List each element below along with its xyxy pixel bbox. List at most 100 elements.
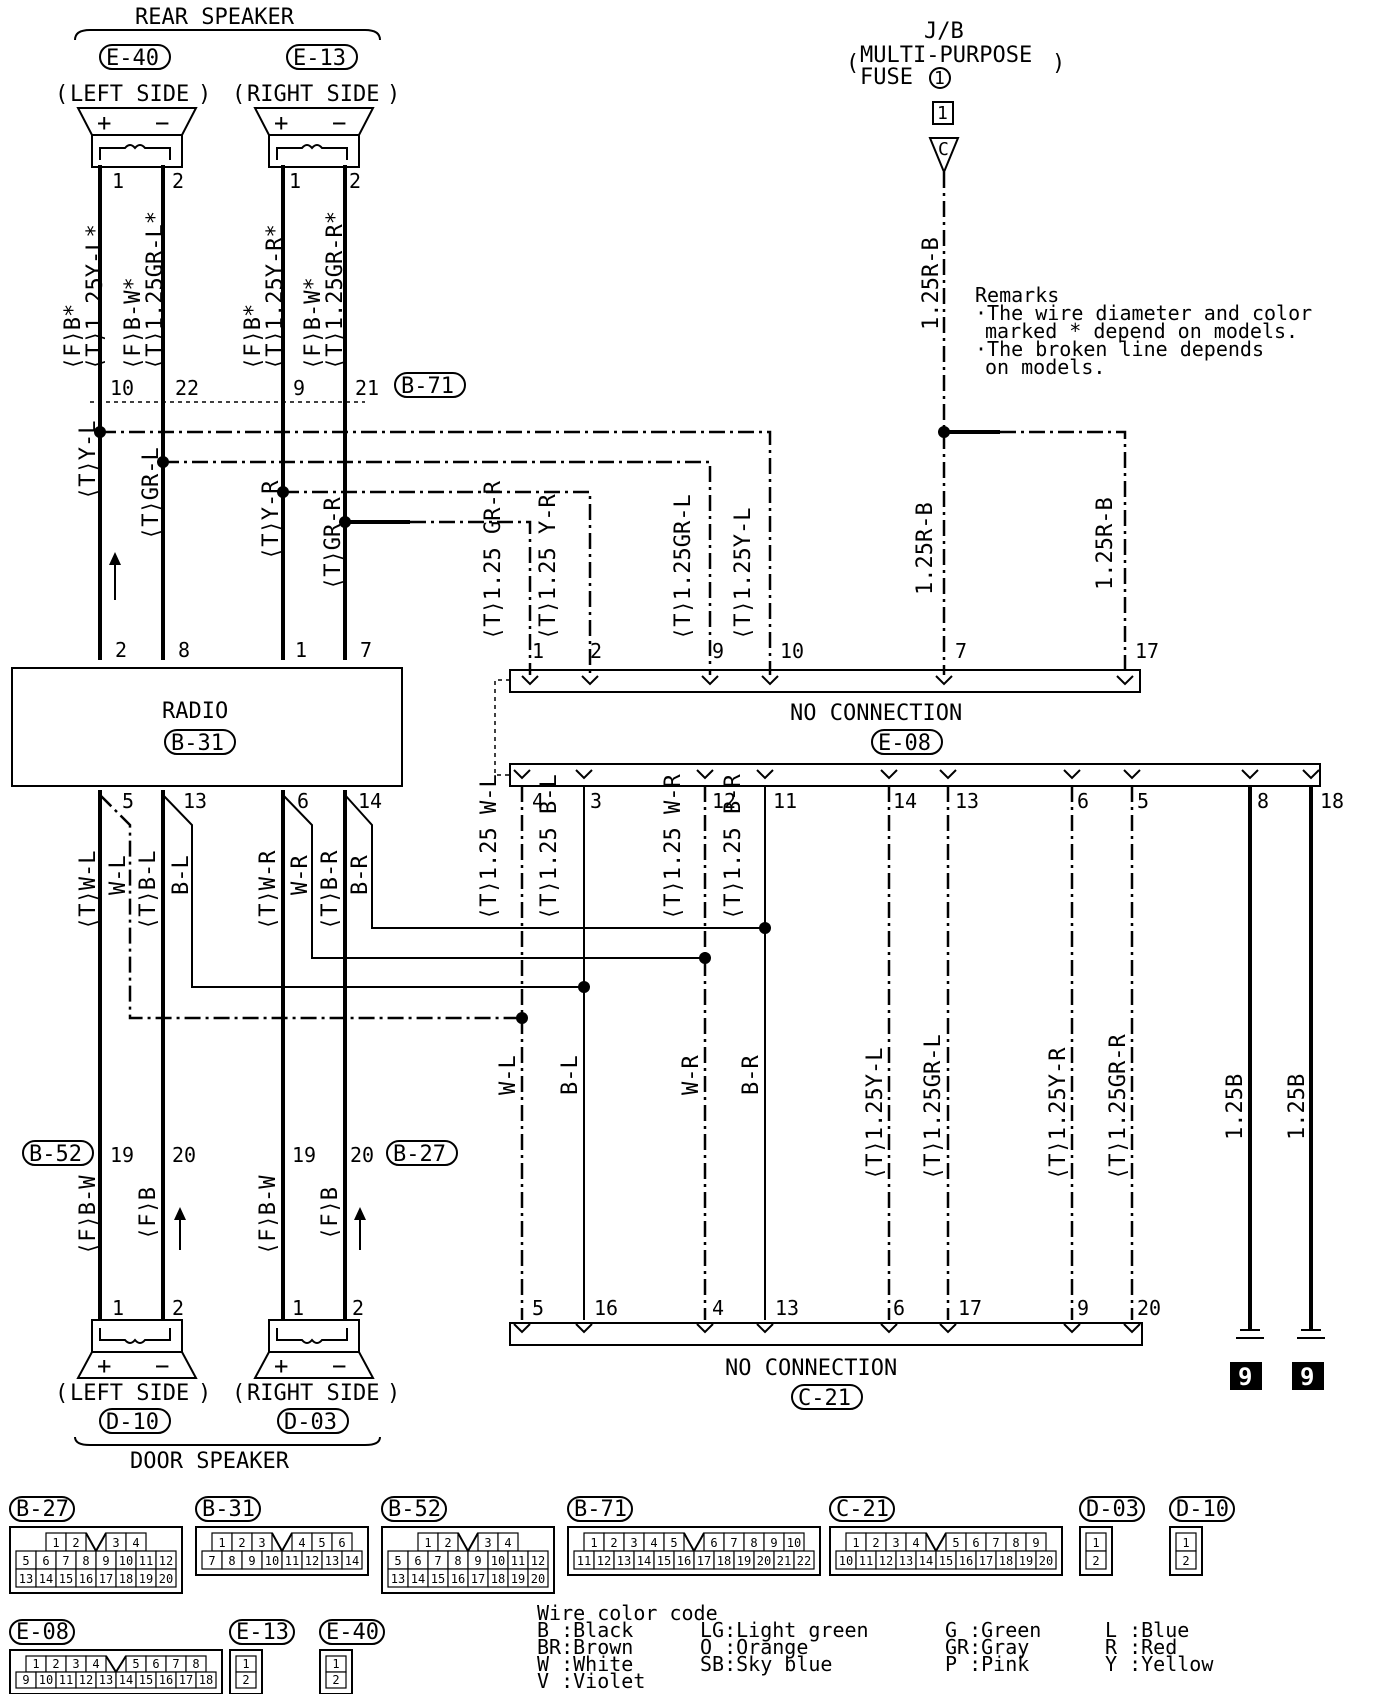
e08-top-wire-4: ⟨T⟩1.25Y-L [731,508,756,640]
d10-pin2: 2 [172,1296,184,1320]
connector-b71-pin: 18 [717,1554,731,1568]
ground-symbol-2: 9 [1292,1329,1325,1391]
connector-c21-pin: 4 [912,1536,919,1550]
wire-label-twl: ⟨T⟩W-L [76,851,101,930]
b52-pin-20: 20 [172,1143,196,1167]
connector-e08-pin: 2 [52,1657,59,1671]
connector-b52-pin: 19 [511,1572,525,1586]
connector-b71-pin: 9 [770,1536,777,1550]
radio-top-pin-2: 2 [115,638,127,662]
e40-side: LEFT SIDE [70,82,189,107]
connector-e08-pin: 1 [32,1657,39,1671]
connector-b52-pin: 8 [454,1554,461,1568]
jb-fuse-no: 1 [934,68,945,89]
color-code-V: V :Violet [537,1669,645,1693]
connector-b52-pin: 13 [391,1572,405,1586]
connector-b52-pin: 9 [474,1554,481,1568]
e08-top-pin-2: 2 [590,639,602,663]
color-code-R: R :Red [1105,1635,1177,1659]
color-code-SB: SB:Sky blue [700,1652,832,1676]
connector-b52-pin: 20 [531,1572,545,1586]
c21-pin-5: 5 [532,1296,544,1320]
e08-upper-connector [509,669,1141,693]
color-code-B: B :Black [537,1618,633,1642]
e08-bot-pin-6: 6 [1077,789,1089,813]
connector-b31-pin: 5 [318,1536,325,1550]
e13-pin2: 2 [349,169,361,193]
wire-label-tyl: ⟨T⟩Y-L [76,421,101,500]
connector-b27-pin: 13 [19,1572,33,1586]
connector-b31-pin: 11 [285,1554,299,1568]
b71-pin-10: 10 [110,376,134,400]
connector-e08-pin: 17 [179,1673,193,1687]
connector-b71-id: B-71 [574,1497,627,1522]
ground-symbol-1: 9 [1230,1329,1264,1391]
e08-top-pin-7: 7 [955,639,967,663]
remarks-l3: ·The broken line depends [975,337,1264,361]
wire-label-tbr: ⟨T⟩B-R [318,850,343,930]
connector-b71-pin: 19 [737,1554,751,1568]
color-code-title: Wire color code [537,1601,718,1625]
connector-e08-pin: 3 [72,1657,79,1671]
b27-pin-20: 20 [350,1143,374,1167]
e08-bot-pin-4: 4 [532,789,544,813]
connector-e13-id: E-13 [236,1620,289,1645]
connector-e40-pin: 2 [332,1673,339,1687]
connector-c21-pin: 3 [892,1536,899,1550]
connector-c21-pin: 15 [939,1554,953,1568]
connector-e08-pin: 18 [199,1673,213,1687]
connector-c21-pin: 12 [879,1554,893,1568]
d03-id: D-03 [284,1410,337,1435]
low-wire-fb1: ⟨F⟩B [136,1187,161,1240]
connector-b71-pin: 20 [757,1554,771,1568]
connector-b31-pin: 14 [345,1554,359,1568]
connector-b52-pin: 10 [491,1554,505,1568]
connector-b52-pin: 7 [434,1554,441,1568]
c21-pin-6: 6 [893,1296,905,1320]
connector-e08-pin: 15 [139,1673,153,1687]
color-code-G: G :Green [945,1618,1041,1642]
radio-bottom-pin-5: 5 [122,789,134,813]
svg-text:−: − [155,109,169,137]
connector-c21-pin: 20 [1039,1554,1053,1568]
connector-b31-pin: 13 [325,1554,339,1568]
door-left-speaker: + − [76,1319,198,1380]
c21-pin-17: 17 [958,1296,982,1320]
connector-b71-pin: 1 [590,1536,597,1550]
connector-b31-pin: 12 [305,1554,319,1568]
b52-pin-19: 19 [110,1143,134,1167]
remarks-title: Remarks [975,283,1059,307]
svg-text:(: ( [232,1381,245,1406]
color-code-L: L :Blue [1105,1618,1189,1642]
wire-label-tgrr: ⟨T⟩GR-R [321,497,346,590]
wire-label-w3: ⟨F⟩B* [241,304,266,370]
e40-id: E-40 [106,46,159,71]
connector-b31-pin: 7 [208,1554,215,1568]
svg-text:−: − [332,1352,346,1380]
connector-b27-pin: 17 [99,1572,113,1586]
connector-c21-pin: 19 [1019,1554,1033,1568]
connector-b27-pin: 12 [159,1554,173,1568]
door-speaker-title: DOOR SPEAKER [130,1449,290,1474]
radio-bottom-pin-14: 14 [358,789,382,813]
connector-e08-pin: 16 [159,1673,173,1687]
connector-b27-pin: 2 [72,1536,79,1550]
svg-text:): ) [198,82,211,107]
connector-b27-id: B-27 [16,1497,69,1522]
d10-pin1: 1 [112,1296,124,1320]
connector-b27-pin: 5 [22,1554,29,1568]
c21-connector [509,1322,1143,1346]
d10-side: LEFT SIDE [70,1381,189,1406]
svg-text:+: + [274,109,288,137]
low-wire-b1: 1.25B [1223,1074,1248,1140]
e08-id: E-08 [878,731,931,756]
wire-label-br: B-R [348,855,373,895]
low-wire-y2: ⟨T⟩1.25Y-R [1046,1047,1071,1180]
connector-b27-pin: 11 [139,1554,153,1568]
connector-b27-pin: 1 [52,1536,59,1550]
svg-text:): ) [198,1381,211,1406]
